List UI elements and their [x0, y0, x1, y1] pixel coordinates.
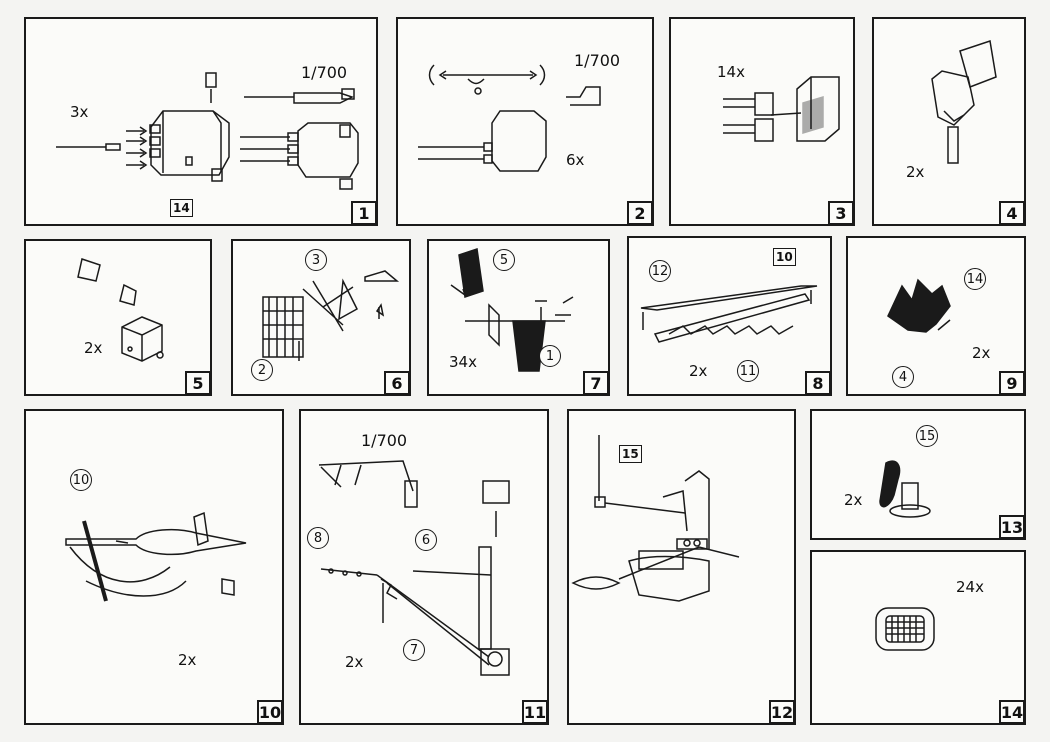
- step-number: 3: [828, 201, 854, 225]
- catapult-illustration: [640, 285, 818, 343]
- step-panel-14: 24x 14: [810, 550, 1026, 725]
- part-number-box: 10: [773, 248, 796, 266]
- step-number: 5: [185, 371, 211, 395]
- step-number: 4: [999, 201, 1025, 225]
- step-panel-8: 12 10 11 2x 8: [627, 236, 832, 396]
- quantity-label: 3x: [70, 103, 89, 121]
- step-number: 6: [384, 371, 410, 395]
- quantity-label: 2x: [178, 651, 197, 669]
- part-callout: 3: [305, 249, 327, 271]
- searchlight-platform-illustration: [77, 258, 164, 362]
- part-callout: 8: [307, 527, 329, 549]
- step-number: 11: [522, 700, 548, 724]
- step-number: 12: [769, 700, 795, 724]
- quantity-label: 2x: [972, 344, 991, 362]
- part-callout: 1: [539, 345, 561, 367]
- propeller-mount-illustration: [887, 278, 951, 333]
- turret-assembly-illustration: [418, 64, 601, 172]
- quantity-label: 2x: [689, 362, 708, 380]
- part-callout: 12: [649, 260, 671, 282]
- quantity-label: 2x: [345, 653, 364, 671]
- scale-label: 1/700: [574, 51, 621, 70]
- step-panel-1: 1/700 3x 14 1: [24, 17, 378, 226]
- antiaircraft-gun-illustration: [450, 248, 574, 372]
- part-callout: 11: [737, 360, 759, 382]
- step-panel-12: 15 12: [567, 409, 796, 725]
- step-number: 8: [805, 371, 831, 395]
- step-panel-3: 14x 3: [669, 17, 855, 226]
- part-callout: 4: [892, 366, 914, 388]
- step-panel-10: 10 2x 10: [24, 409, 284, 725]
- director-illustration: [931, 40, 997, 164]
- seaplane-illustration: [65, 511, 247, 602]
- life-raft-illustration: [875, 607, 935, 651]
- scale-label: 1/700: [301, 63, 348, 82]
- quantity-label: 24x: [956, 578, 984, 596]
- step-number: 2: [627, 201, 653, 225]
- quantity-label: 2x: [906, 163, 925, 181]
- step-panel-7: 5 1 34x 7: [427, 239, 610, 396]
- scale-label: 1/700: [361, 431, 408, 450]
- mast-illustration: [262, 270, 400, 361]
- step-number: 10: [257, 700, 283, 724]
- part-callout: 7: [403, 639, 425, 661]
- part-callout: 6: [415, 529, 437, 551]
- step-number: 7: [583, 371, 609, 395]
- part-callout: 15: [916, 425, 938, 447]
- quantity-label: 34x: [449, 353, 477, 371]
- superstructure-illustration: [571, 435, 740, 602]
- step-number: 1: [351, 201, 377, 225]
- step-panel-13: 15 2x 13: [810, 409, 1026, 540]
- quantity-label: 14x: [717, 63, 745, 81]
- part-number-box: 14: [170, 199, 193, 217]
- step-number: 13: [999, 515, 1025, 539]
- crane-illustration: [318, 460, 510, 676]
- step-panel-5: 2x 5: [24, 239, 212, 396]
- part-number-box: 15: [619, 445, 642, 463]
- step-panel-6: 3 2 6: [231, 239, 411, 396]
- propeller-illustration: [879, 460, 931, 518]
- step-number: 14: [999, 700, 1025, 724]
- gun-mount-illustration: [723, 76, 840, 142]
- step-panel-9: 14 4 2x 9: [846, 236, 1026, 396]
- quantity-label: 2x: [844, 491, 863, 509]
- part-callout: 2: [251, 359, 273, 381]
- step-panel-11: 1/700 8 6 7 2x 11: [299, 409, 549, 725]
- step-panel-4: 2x 4: [872, 17, 1026, 226]
- step-number: 9: [999, 371, 1025, 395]
- part-callout: 5: [493, 249, 515, 271]
- quantity-label: 2x: [84, 339, 103, 357]
- turret-assembly-illustration: [56, 72, 359, 190]
- part-callout: 14: [964, 268, 986, 290]
- part-callout: 10: [70, 469, 92, 491]
- quantity-label: 6x: [566, 151, 585, 169]
- step-panel-2: 1/700 6x 2: [396, 17, 654, 226]
